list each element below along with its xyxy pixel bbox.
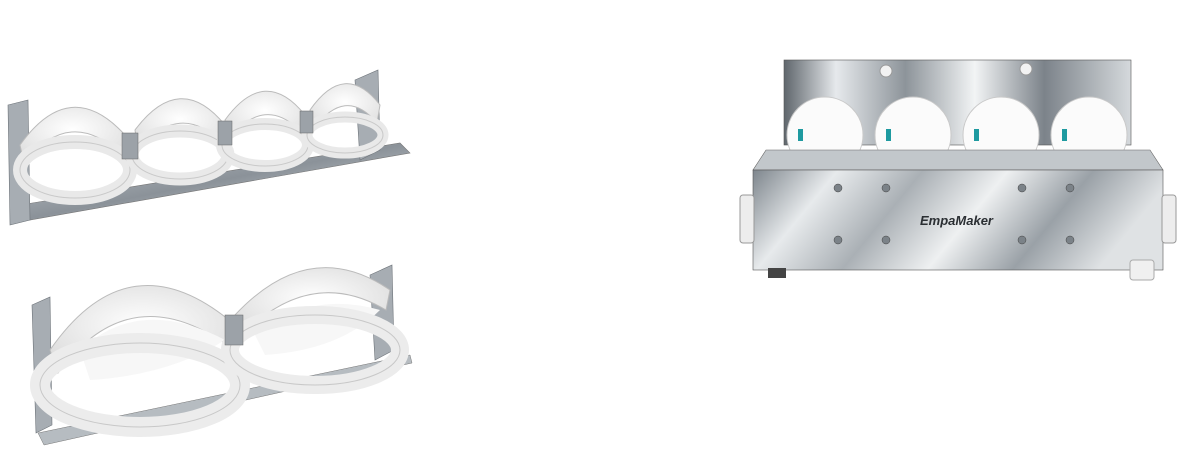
machine-body: [752, 169, 1164, 271]
machine-illustration: EmpaMaker: [739, 59, 1177, 281]
mold-1: [13, 106, 137, 205]
empamaker-machine-photo: EmpaMaker: [738, 55, 1178, 290]
mold-4: [301, 83, 389, 159]
two-mold-rack-photo: [20, 255, 420, 450]
mold-3: [216, 90, 314, 172]
four-mold-rack-photo: [0, 55, 420, 245]
mold-large-2: [221, 267, 409, 394]
mold-2: [125, 98, 235, 186]
mold-large-1: [30, 284, 250, 437]
svg-text:EmpaMaker: EmpaMaker: [920, 213, 994, 228]
four-mold-rack-illustration: [7, 69, 411, 226]
two-mold-rack-illustration: [30, 264, 413, 446]
